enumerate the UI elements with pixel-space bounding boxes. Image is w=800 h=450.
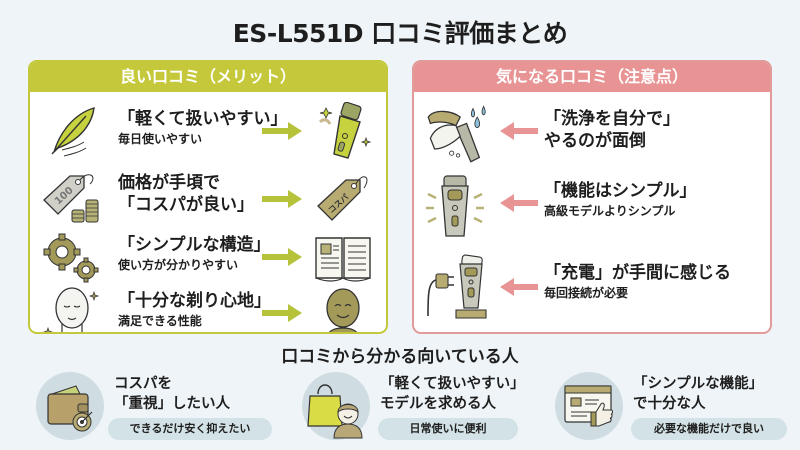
feather-icon <box>51 107 95 157</box>
good-reviews-panel: 良い口コミ（メリット） 「軽くて扱いやすい」 毎日使いやすい <box>28 60 388 334</box>
arrow-left-icon <box>500 278 538 296</box>
gears-icon <box>43 233 99 283</box>
target-user-card: コスパを 「重視」したい人 できるだけ安く抑えたい <box>36 372 286 448</box>
good-panel-header: 良い口コミ（メリット） <box>30 62 386 92</box>
target-pill: 日常使いに便利 <box>378 418 518 440</box>
smiling-head-icon <box>326 288 360 332</box>
target-headline: 「シンプルな機能」 で十分な人 <box>633 376 764 412</box>
review-headline-line1: 「洗浄を自分で」 <box>544 109 680 129</box>
review-headline: 「シンプルな構造」 <box>118 235 271 255</box>
shaver-icon <box>318 102 372 159</box>
review-detail: 高級モデルよりシンプル <box>544 204 676 218</box>
review-headline-line2: やるのが面倒 <box>544 131 646 151</box>
review-headline-line1: 価格が手頃で <box>118 173 220 193</box>
good-review-item: 「軽くて扱いやすい」 毎日使いやすい <box>30 102 386 160</box>
arrow-right-icon <box>262 304 302 322</box>
target-pill: できるだけ安く抑えたい <box>108 418 272 440</box>
review-detail: 毎日使いやすい <box>118 132 203 146</box>
wallet-target-icon <box>36 372 104 440</box>
target-user-card: 「軽くて扱いやすい」 モデルを求める人 日常使いに便利 <box>302 372 552 448</box>
good-review-item: 100 価格が手頃で 「コスパが良い」 コスパ <box>30 166 386 224</box>
charging-shaver-icon <box>427 254 487 319</box>
open-book-icon <box>315 237 371 282</box>
shaver-glow-icon <box>426 175 484 237</box>
review-headline-line2: 「コスパが良い」 <box>118 195 254 215</box>
review-detail: 満足できる性能 <box>118 314 202 328</box>
target-user-card: 「シンプルな機能」 で十分な人 必要な機能だけで良い <box>555 372 800 448</box>
browser-thumbsup-icon <box>555 372 623 440</box>
bag-person-icon <box>302 372 370 440</box>
good-review-item: 「シンプルな構造」 使い方が分かりやすい <box>30 228 386 286</box>
cospa-tag-icon: コスパ <box>317 176 368 221</box>
review-headline: 「充電」が手間に感じる <box>544 263 731 283</box>
page-title: ES-L551D 口コミ評価まとめ <box>232 19 568 48</box>
cleaning-shaver-icon <box>427 105 486 163</box>
bad-review-item: 「洗浄を自分で」 やるのが面倒 <box>414 102 770 168</box>
target-headline: コスパを 「重視」したい人 <box>114 376 230 412</box>
good-review-item: 「十分な剃り心地」 満足できる性能 <box>30 284 386 332</box>
review-detail: 使い方が分かりやすい <box>118 258 239 272</box>
arrow-left-icon <box>500 122 538 140</box>
review-headline: 「十分な剃り心地」 <box>118 291 271 311</box>
arrow-left-icon <box>500 194 538 212</box>
shaved-head-icon <box>42 287 100 332</box>
bad-panel-header: 気になる口コミ（注意点） <box>414 62 770 92</box>
target-headline: 「軽くて扱いやすい」 モデルを求める人 <box>380 376 525 412</box>
bad-review-item: 「充電」が手間に感じる 毎回接続が必要 <box>414 252 770 328</box>
review-headline: 「機能はシンプル」 <box>544 181 697 201</box>
bad-reviews-panel: 気になる口コミ（注意点） 「洗浄を自分で」 やるのが面倒 <box>412 60 772 334</box>
bad-review-item: 「機能はシンプル」 高級モデルよりシンプル <box>414 174 770 244</box>
price-tag-coins-icon: 100 <box>43 174 99 223</box>
review-detail: 毎回接続が必要 <box>544 286 629 300</box>
arrow-right-icon <box>262 190 302 208</box>
arrow-right-icon <box>262 248 302 266</box>
target-users-title: 口コミから分かる向いている人 <box>281 347 519 367</box>
target-pill: 必要な機能だけで良い <box>631 418 787 440</box>
arrow-right-icon <box>262 122 302 140</box>
review-headline: 「軽くて扱いやすい」 <box>118 109 288 129</box>
